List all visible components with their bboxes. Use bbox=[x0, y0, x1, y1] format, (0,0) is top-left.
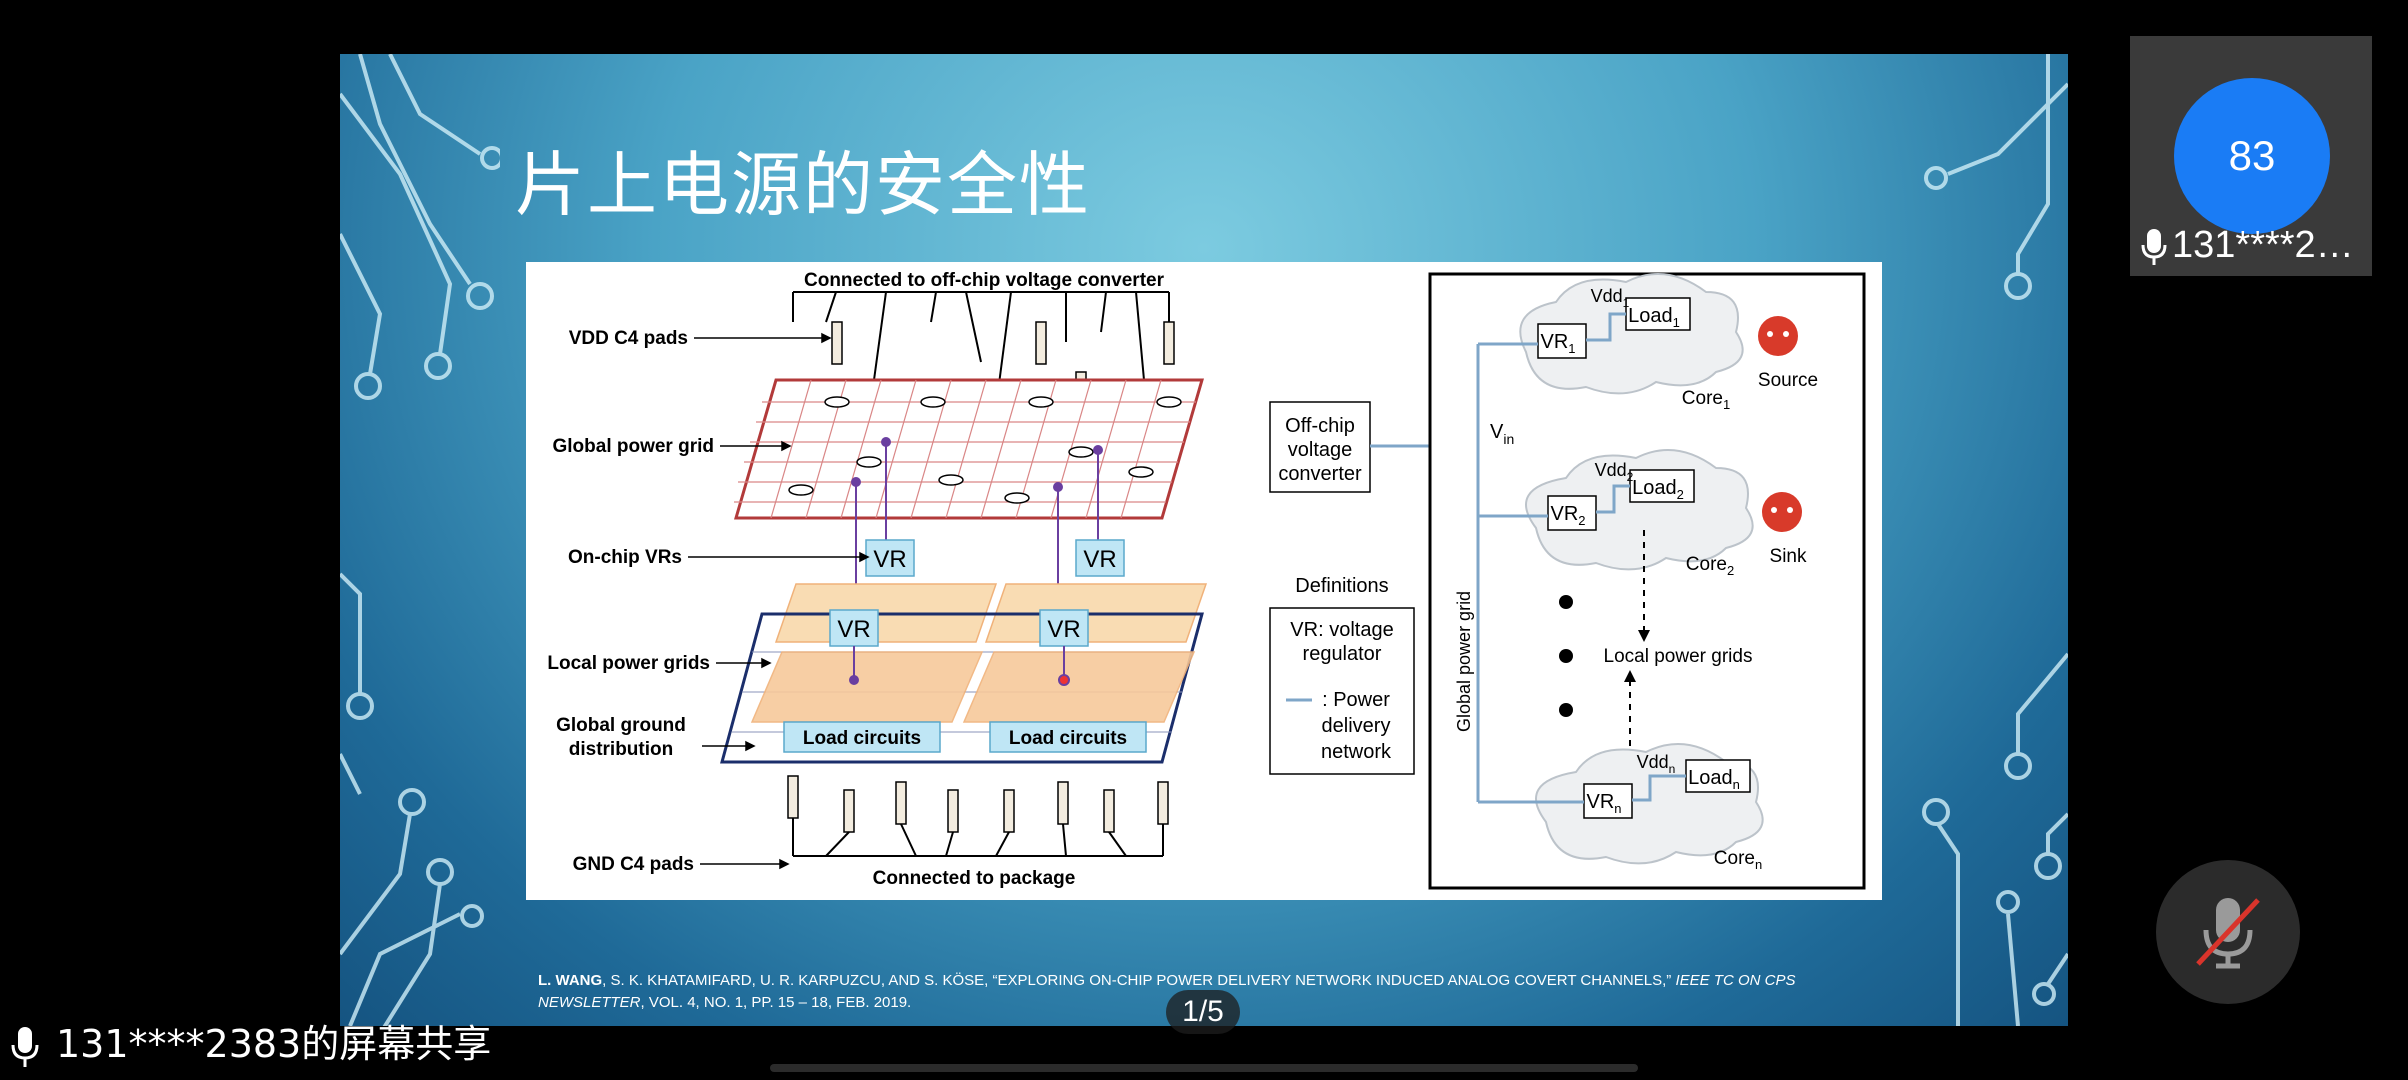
presentation-slide: 片上电源的安全性 bbox=[340, 54, 2068, 1026]
label-gnd-c4-pads: GND C4 pads bbox=[573, 854, 694, 875]
monster-icon bbox=[1762, 492, 1802, 532]
load-circuits-label: Load circuits bbox=[1009, 728, 1127, 749]
vr-label: VR bbox=[873, 546, 906, 573]
circuit-decoration-right bbox=[1922, 54, 2068, 1026]
svg-text:: Power: : Power bbox=[1322, 689, 1390, 711]
svg-text:Source: Source bbox=[1758, 370, 1818, 391]
definitions-box: Definitions VR: voltage regulator : Powe… bbox=[1269, 575, 1415, 775]
vin-label: Vin bbox=[1490, 421, 1514, 447]
offchip-connection-label: Connected to off-chip voltage converter bbox=[804, 270, 1165, 291]
home-indicator-bar[interactable] bbox=[770, 1064, 1638, 1072]
svg-text:Off-chip: Off-chip bbox=[1285, 415, 1355, 437]
global-power-grid bbox=[734, 378, 1204, 520]
circuit-decoration-left bbox=[340, 54, 500, 1026]
svg-text:Sink: Sink bbox=[1770, 546, 1807, 567]
citation: L. WANG, S. K. KHATAMIFARD, U. R. KARPUZ… bbox=[538, 972, 1796, 1011]
svg-text:regulator: regulator bbox=[1303, 643, 1382, 665]
svg-text:network: network bbox=[1321, 741, 1392, 763]
svg-text:VR: voltage: VR: voltage bbox=[1290, 619, 1393, 641]
package-connection-label: Connected to package bbox=[873, 868, 1076, 889]
vr-label: VR bbox=[1083, 546, 1116, 573]
svg-text:VR1: VR1 bbox=[1540, 331, 1575, 356]
core-1: VR1 Load1 Vdd1 Core1 Source bbox=[1478, 273, 1818, 412]
svg-text:Vddn: Vddn bbox=[1637, 752, 1676, 776]
svg-text:converter: converter bbox=[1278, 463, 1362, 485]
label-global-power-grid: Global power grid bbox=[552, 436, 714, 457]
vr-label: VR bbox=[837, 616, 870, 643]
participant-name: 131****2… bbox=[2140, 224, 2370, 267]
svg-text:Coren: Coren bbox=[1714, 848, 1762, 872]
label-vdd-c4-pads: VDD C4 pads bbox=[569, 328, 688, 349]
microphone-muted-icon bbox=[2196, 898, 2260, 969]
participant-tile[interactable]: 83 131****2… bbox=[2130, 36, 2372, 276]
microphone-icon bbox=[11, 1026, 39, 1067]
svg-text:Vdd2: Vdd2 bbox=[1595, 460, 1634, 484]
svg-text:VRn: VRn bbox=[1586, 791, 1621, 816]
label-local-power-grids: Local power grids bbox=[547, 653, 710, 674]
svg-text:Core2: Core2 bbox=[1686, 554, 1734, 578]
svg-text:Load2: Load2 bbox=[1632, 477, 1684, 502]
avatar: 83 bbox=[2174, 78, 2330, 234]
microphone-icon bbox=[2141, 228, 2167, 265]
global-power-grid-vertical-label: Global power grid bbox=[1454, 591, 1474, 732]
core-2: VR2 Load2 Vdd2 Core2 Sink bbox=[1478, 449, 1807, 578]
slide-title: 片上电源的安全性 bbox=[515, 144, 1091, 226]
page-indicator: 1/5 bbox=[1166, 990, 1240, 1034]
local-power-grids-label: Local power grids bbox=[1604, 646, 1753, 667]
core-n: VRn Loadn Vddn Coren bbox=[1478, 743, 1764, 872]
right-diagram: Vin Global power grid VR1 Load1 Vdd1 Cor… bbox=[1428, 272, 1866, 890]
label-on-chip-vrs: On-chip VRs bbox=[568, 547, 682, 568]
offchip-converter-box: Off-chip voltage converter bbox=[1269, 401, 1478, 493]
vr-label: VR bbox=[1047, 616, 1080, 643]
figure-power-delivery: VR VR VR VR Load circuits Load circuits bbox=[526, 262, 1882, 900]
svg-text:voltage: voltage bbox=[1288, 439, 1353, 461]
svg-text:Vdd1: Vdd1 bbox=[1591, 286, 1630, 310]
svg-text:delivery: delivery bbox=[1322, 715, 1391, 737]
screen-share-label: 131****2383的屏幕共享 bbox=[0, 1008, 491, 1080]
left-diagram: VR VR VR VR Load circuits Load circuits bbox=[547, 270, 1208, 889]
svg-text:Core1: Core1 bbox=[1682, 388, 1730, 412]
svg-text:VR2: VR2 bbox=[1550, 503, 1585, 528]
devil-icon bbox=[1758, 316, 1798, 356]
load-circuits-label: Load circuits bbox=[803, 728, 921, 749]
svg-text:Load1: Load1 bbox=[1628, 305, 1680, 330]
svg-text:Loadn: Loadn bbox=[1688, 767, 1740, 792]
label-global-ground-distribution: Global ground distribution bbox=[556, 715, 686, 760]
mute-microphone-button[interactable] bbox=[2156, 860, 2300, 1004]
svg-text:Definitions: Definitions bbox=[1295, 575, 1388, 597]
